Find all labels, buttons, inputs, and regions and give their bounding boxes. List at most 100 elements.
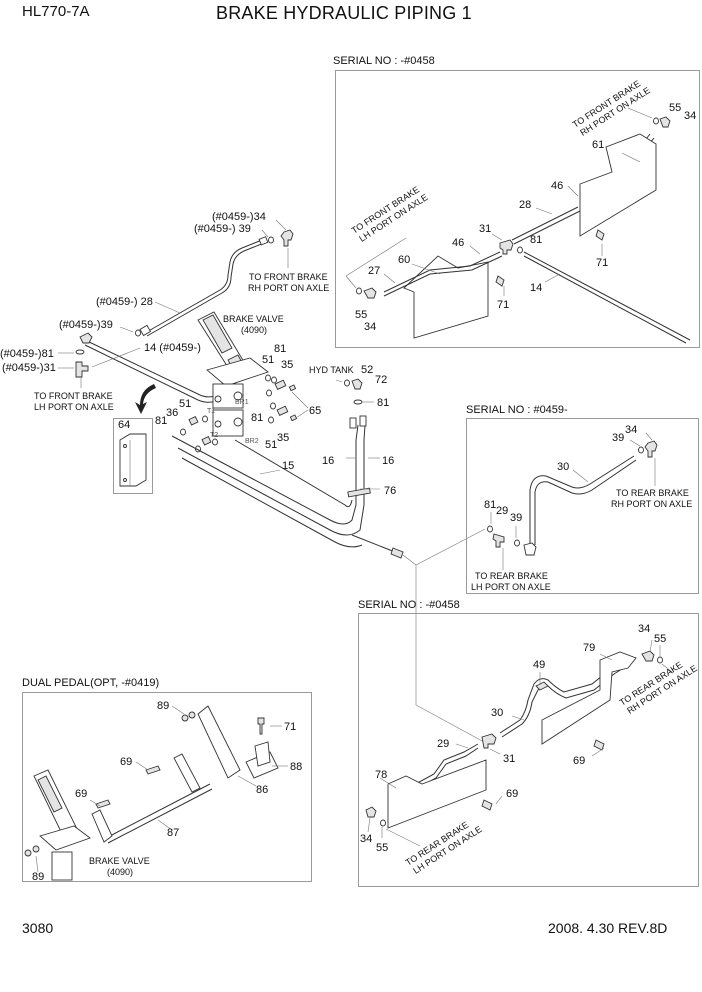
hose-end-16-a bbox=[349, 417, 357, 429]
oring-81-front bbox=[517, 246, 523, 254]
tee-29-rear bbox=[492, 533, 505, 548]
leader bbox=[649, 639, 653, 653]
elbow-34-front-rh bbox=[659, 116, 671, 128]
leader bbox=[455, 743, 469, 749]
callout-81-valve-d: 81 bbox=[155, 415, 167, 427]
connector-35-a bbox=[274, 379, 287, 391]
callout-86: 86 bbox=[256, 784, 268, 796]
leader bbox=[511, 715, 525, 721]
pedal-86 bbox=[197, 705, 241, 779]
callout-27: 27 bbox=[368, 265, 380, 277]
callout-14-main: 14 (#0459-) bbox=[144, 342, 201, 354]
callout-89-a: 89 bbox=[157, 700, 169, 712]
pipe-30-rear-old bbox=[499, 659, 629, 734]
detail-arrow-icon bbox=[135, 384, 156, 414]
callout-39-main-lower: (#0459-)39 bbox=[59, 319, 113, 331]
note-to-rear-rh-line1: TO REAR BRAKE bbox=[616, 488, 689, 498]
callout-71-dual: 71 bbox=[284, 721, 296, 733]
port-label-br1: BR1 bbox=[235, 399, 249, 406]
revision-date: 2008. 4.30 REV.8D bbox=[548, 920, 668, 936]
page-title: BRAKE HYDRAULIC PIPING 1 bbox=[216, 3, 472, 23]
note-to-rear-lh-rotated: TO REAR BRAKE LH PORT ON AXLE bbox=[404, 820, 484, 876]
tee-31-main bbox=[75, 361, 89, 378]
bolt-69-b bbox=[481, 799, 493, 811]
section-box-rear-old bbox=[358, 613, 699, 887]
callout-31-front: 31 bbox=[479, 223, 491, 235]
leader bbox=[237, 775, 257, 787]
callout-29-rear-old: 29 bbox=[437, 738, 449, 750]
callout-76: 76 bbox=[384, 485, 396, 497]
plug-65-a bbox=[288, 384, 297, 392]
callout-34-main: (#0459-)34 bbox=[212, 211, 266, 223]
leader bbox=[135, 761, 149, 771]
leader bbox=[629, 439, 641, 447]
oring-51-e bbox=[212, 438, 218, 446]
pipe-to-rear bbox=[351, 534, 396, 553]
callout-31-rear-old: 31 bbox=[503, 753, 515, 765]
callout-14-front: 14 bbox=[530, 282, 542, 294]
section-label-rear-old: SERIAL NO : -#0458 bbox=[358, 599, 460, 611]
note-brake-valve-line1: BRAKE VALVE bbox=[223, 314, 284, 324]
callout-71-a: 71 bbox=[497, 299, 509, 311]
leader bbox=[535, 207, 553, 215]
rear-new-assembly bbox=[402, 432, 658, 743]
oring-39-rear-rh bbox=[638, 446, 644, 454]
callout-81-tank: 81 bbox=[377, 397, 389, 409]
brake-valve-dual bbox=[51, 851, 73, 881]
callout-34-rear-old-rh: 34 bbox=[638, 623, 650, 635]
inset-box-64 bbox=[113, 418, 153, 494]
leader bbox=[91, 347, 141, 368]
oring-51-c bbox=[266, 389, 272, 397]
brake-pedal-tread bbox=[202, 314, 233, 354]
callout-28-front: 28 bbox=[519, 199, 531, 211]
oring-55-front-lh bbox=[356, 287, 362, 295]
connector-35-b bbox=[276, 405, 289, 417]
tee-31-front bbox=[499, 239, 514, 255]
callout-64: 64 bbox=[118, 419, 130, 431]
pipe-28-main-inner bbox=[146, 242, 265, 337]
leader bbox=[599, 653, 613, 661]
callout-69-dual-a: 69 bbox=[120, 756, 132, 768]
nut-89-c bbox=[24, 849, 32, 857]
callout-35-valve-b: 35 bbox=[277, 432, 289, 444]
oring-81-rear bbox=[487, 525, 493, 533]
brake-valve-base bbox=[206, 357, 269, 387]
note-brake-valve-dual-line2: (4090) bbox=[107, 867, 133, 877]
note-brake-valve-dual-line1: BRAKE VALVE bbox=[89, 856, 150, 866]
callout-31-main: (#0459-)31 bbox=[2, 362, 56, 374]
pipe-27-front-inner bbox=[383, 255, 503, 297]
port-label-t1: T1 bbox=[207, 408, 215, 415]
oring-81-b bbox=[271, 376, 277, 384]
model-code: HL770-7A bbox=[22, 3, 90, 20]
note-to-rear-lh-line1: TO REAR BRAKE bbox=[475, 571, 548, 581]
callout-69-rear-old-b: 69 bbox=[506, 788, 518, 800]
callout-34-rear-new: 34 bbox=[625, 424, 637, 436]
callout-55-front-lh: 55 bbox=[355, 309, 367, 321]
callout-71-b: 71 bbox=[596, 257, 608, 269]
callout-29-rear-new: 29 bbox=[496, 505, 508, 517]
elbow-34-upper bbox=[280, 229, 294, 247]
oring-55-rear-old-rh bbox=[657, 656, 663, 664]
callout-46-lower: 46 bbox=[452, 237, 464, 249]
callout-61: 61 bbox=[592, 139, 604, 151]
port-label-t2: T2 bbox=[210, 432, 218, 439]
oring-39-rear-lh bbox=[514, 539, 520, 547]
callout-81-front: 81 bbox=[530, 234, 542, 246]
port-br2 bbox=[233, 417, 243, 427]
page-number: 3080 bbox=[22, 920, 54, 936]
bolt-69-dual-a bbox=[145, 765, 161, 775]
nut-89-d bbox=[32, 845, 40, 853]
callout-89-b: 89 bbox=[32, 871, 44, 883]
callout-39-main-upper: (#0459-) 39 bbox=[194, 223, 251, 235]
oring-81-main bbox=[75, 349, 85, 355]
connector-36-b bbox=[201, 435, 212, 446]
leader bbox=[627, 107, 653, 119]
callout-49: 49 bbox=[533, 659, 545, 671]
oring-81-d1 bbox=[180, 428, 186, 436]
elbow-34-rear-old-rh bbox=[641, 650, 655, 662]
callout-28-main: (#0459-) 28 bbox=[96, 296, 153, 308]
section-box-rear-new bbox=[466, 418, 699, 594]
leader bbox=[489, 748, 501, 755]
note-to-front-lh-rotated: TO FRONT BRAKE LH PORT ON AXLE bbox=[350, 184, 430, 243]
